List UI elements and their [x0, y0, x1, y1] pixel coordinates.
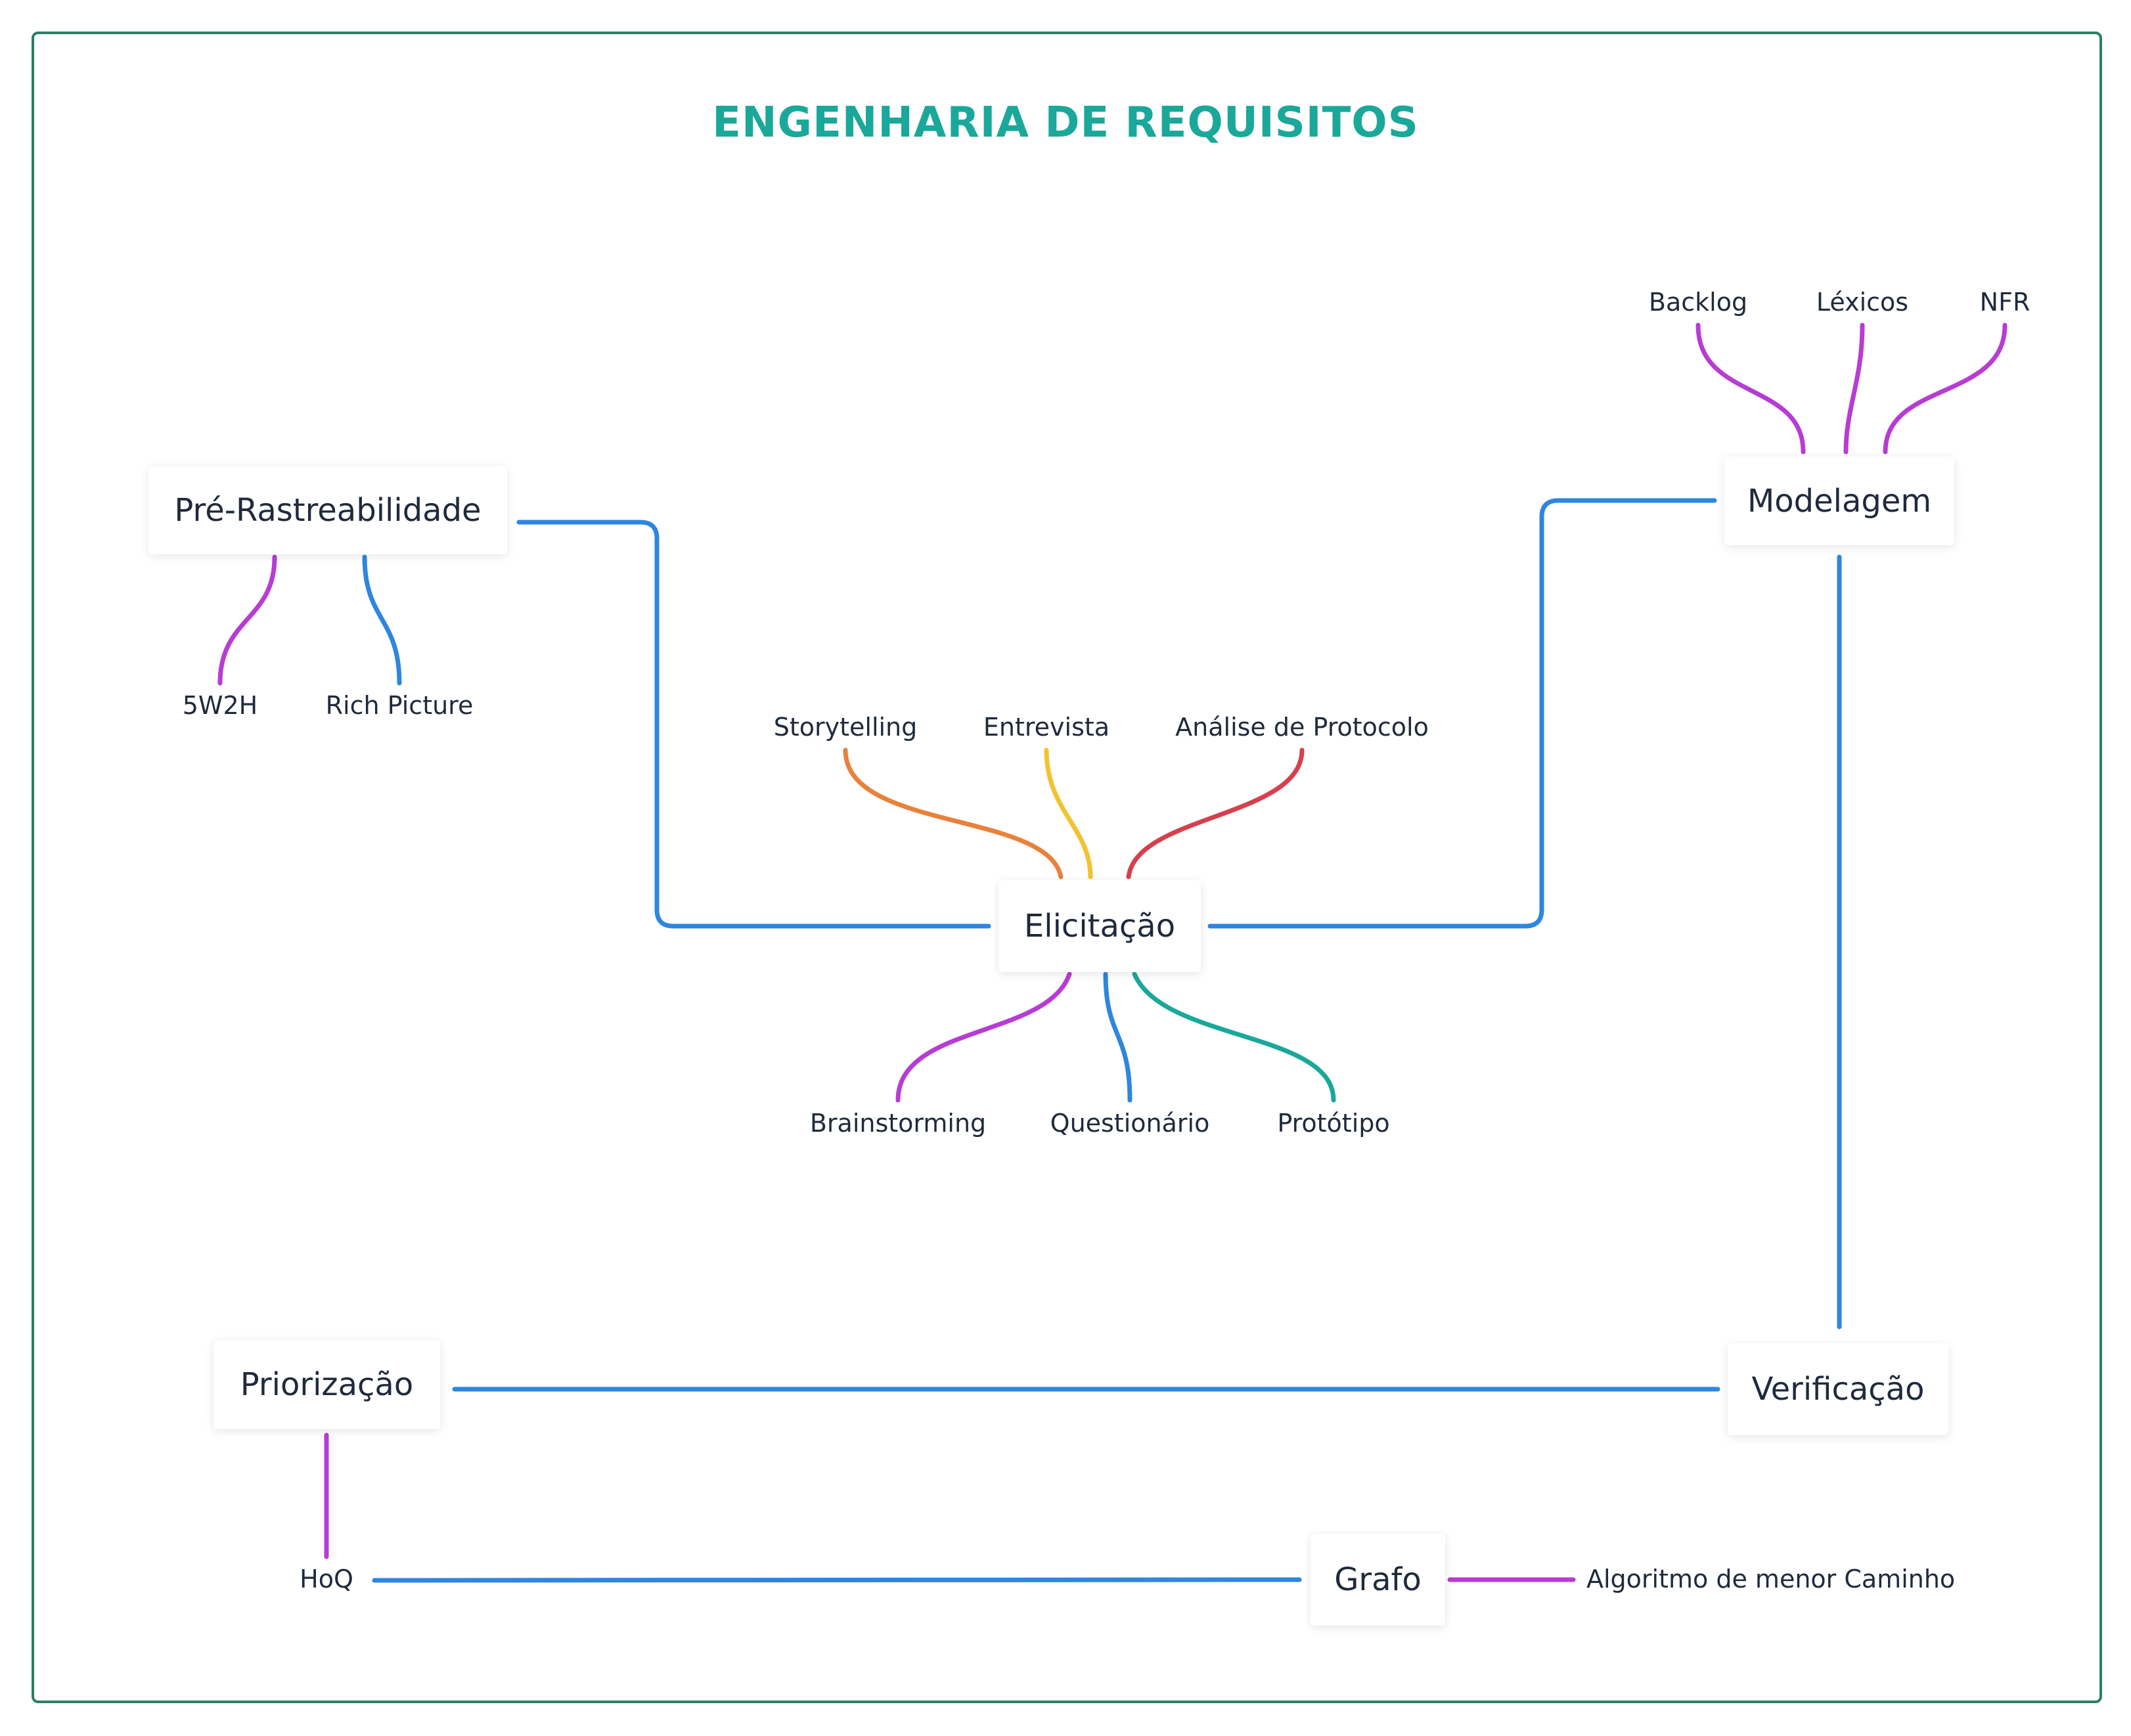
branch-prototipo	[1132, 971, 1336, 1103]
diagram-frame	[32, 32, 2102, 1703]
branch-questionario	[1103, 971, 1133, 1103]
arrow-elicitacao-to-modelagem	[1207, 498, 1717, 929]
leaf-brainstorming: Brainstorming	[809, 1109, 987, 1138]
branch-storytelling	[843, 747, 1064, 879]
arrow-pre-to-elicitacao	[516, 520, 991, 929]
branch-entrevista	[1044, 747, 1093, 879]
branch-5w2h	[217, 554, 277, 686]
leaf-hoq: HoQ	[300, 1565, 353, 1593]
node-pre-rastreabilidade: Pré-Rastreabilidade	[148, 466, 507, 554]
leaf-entrevista: Entrevista	[983, 713, 1110, 742]
branch-analise-protocolo	[1126, 747, 1305, 879]
node-grafo: Grafo	[1311, 1534, 1445, 1626]
branch-lexicos	[1843, 323, 1865, 455]
page-title: ENGENHARIA DE REQUISITOS	[712, 99, 1419, 147]
node-elicitacao: Elicitação	[998, 880, 1201, 972]
leaf-nfr: NFR	[1979, 288, 2030, 317]
leaf-lexicos: Léxicos	[1816, 288, 1909, 317]
node-verificacao: Verificação	[1728, 1343, 1948, 1435]
node-modelagem: Modelagem	[1724, 456, 1954, 545]
node-priorizacao: Priorização	[213, 1340, 440, 1429]
branch-nfr	[1883, 323, 2008, 455]
branch-rich-picture	[362, 554, 402, 686]
leaf-prototipo: Protótipo	[1277, 1109, 1390, 1138]
leaf-storytelling: Storytelling	[773, 713, 918, 742]
leaf-analise-protocolo: Análise de Protocolo	[1175, 713, 1429, 742]
leaf-rich-picture: Rich Picture	[325, 691, 474, 720]
leaf-backlog: Backlog	[1648, 288, 1748, 317]
branch-backlog	[1695, 323, 1806, 455]
leaf-algoritmo: Algoritmo de menor Caminho	[1586, 1565, 1956, 1593]
leaf-5w2h: 5W2H	[182, 691, 258, 720]
leaf-questionario: Questionário	[1050, 1109, 1210, 1138]
branch-brainstorming	[895, 971, 1072, 1103]
